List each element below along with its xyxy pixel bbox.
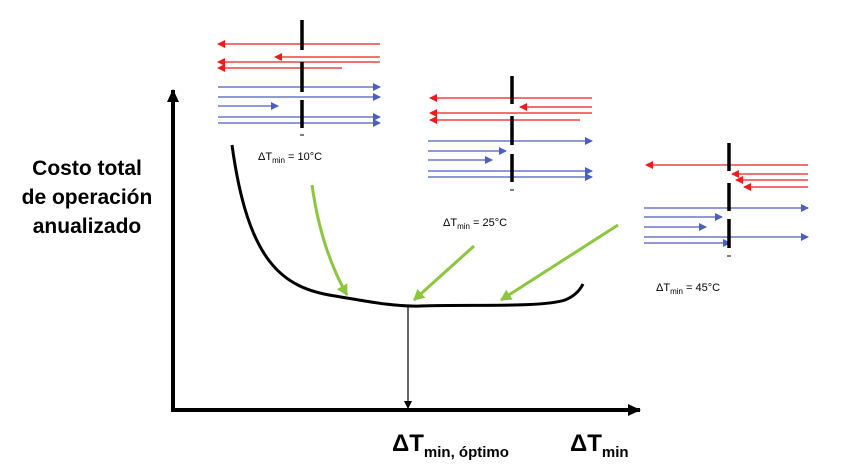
case-label-2: ΔTmin = 25°C [443, 217, 508, 232]
exchanger-schematic-1 [217, 20, 381, 136]
y-axis-label-line-1: Costo total [32, 157, 142, 180]
case-label-1: ΔTmin = 10°C [258, 151, 323, 166]
total-cost-curve [230, 144, 585, 308]
pointer-arrow-case-3 [500, 223, 619, 302]
pointer-arrow-case-1 [310, 184, 349, 296]
x-axis-optimum-label: ΔTmin, óptimo [392, 430, 509, 461]
y-axis-label: Costo total de operación anualizado [8, 154, 166, 241]
pointer-arrow-case-2 [412, 244, 476, 302]
exchanger-schematic-2 [428, 76, 593, 191]
exchanger-schematic-3 [644, 143, 809, 257]
y-axis-label-line-3: anualizado [32, 215, 142, 238]
case-label-3: ΔTmin = 45°C [656, 282, 721, 297]
x-axis-label: ΔTmin [570, 430, 629, 461]
y-axis-label-line-2: de operación [21, 186, 153, 209]
